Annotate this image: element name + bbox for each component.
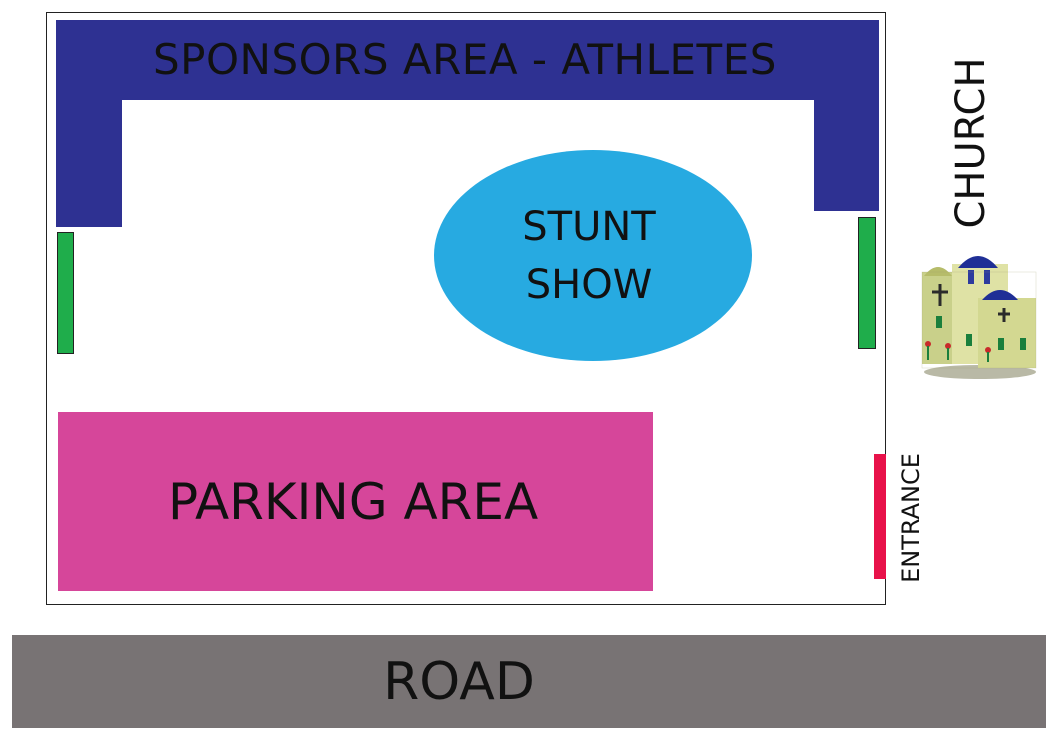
parking-area: PARKING AREA (58, 412, 653, 591)
sponsors-area-label: SPONSORS AREA - ATHLETES (153, 35, 777, 84)
parking-area-label: PARKING AREA (168, 472, 539, 531)
road-label: ROAD (383, 651, 535, 712)
entrance-label: ENTRANCE (897, 453, 925, 583)
green-zone-left (57, 232, 74, 354)
sponsors-area: SPONSORS AREA - ATHLETES (56, 20, 879, 100)
sponsors-wing-right (814, 98, 879, 211)
stunt-show-area: STUNT SHOW (434, 150, 752, 361)
entrance-marker (874, 454, 886, 579)
stunt-show-label-line1: STUNT (522, 203, 656, 250)
sponsors-wing-left (56, 98, 122, 227)
green-zone-right (858, 217, 876, 349)
venue-boundary (46, 12, 886, 605)
church-figurine-icon (921, 256, 1037, 379)
stunt-show-label-line2: SHOW (525, 261, 653, 308)
church-label: CHURCH (948, 57, 994, 229)
road: ROAD (12, 635, 1046, 728)
